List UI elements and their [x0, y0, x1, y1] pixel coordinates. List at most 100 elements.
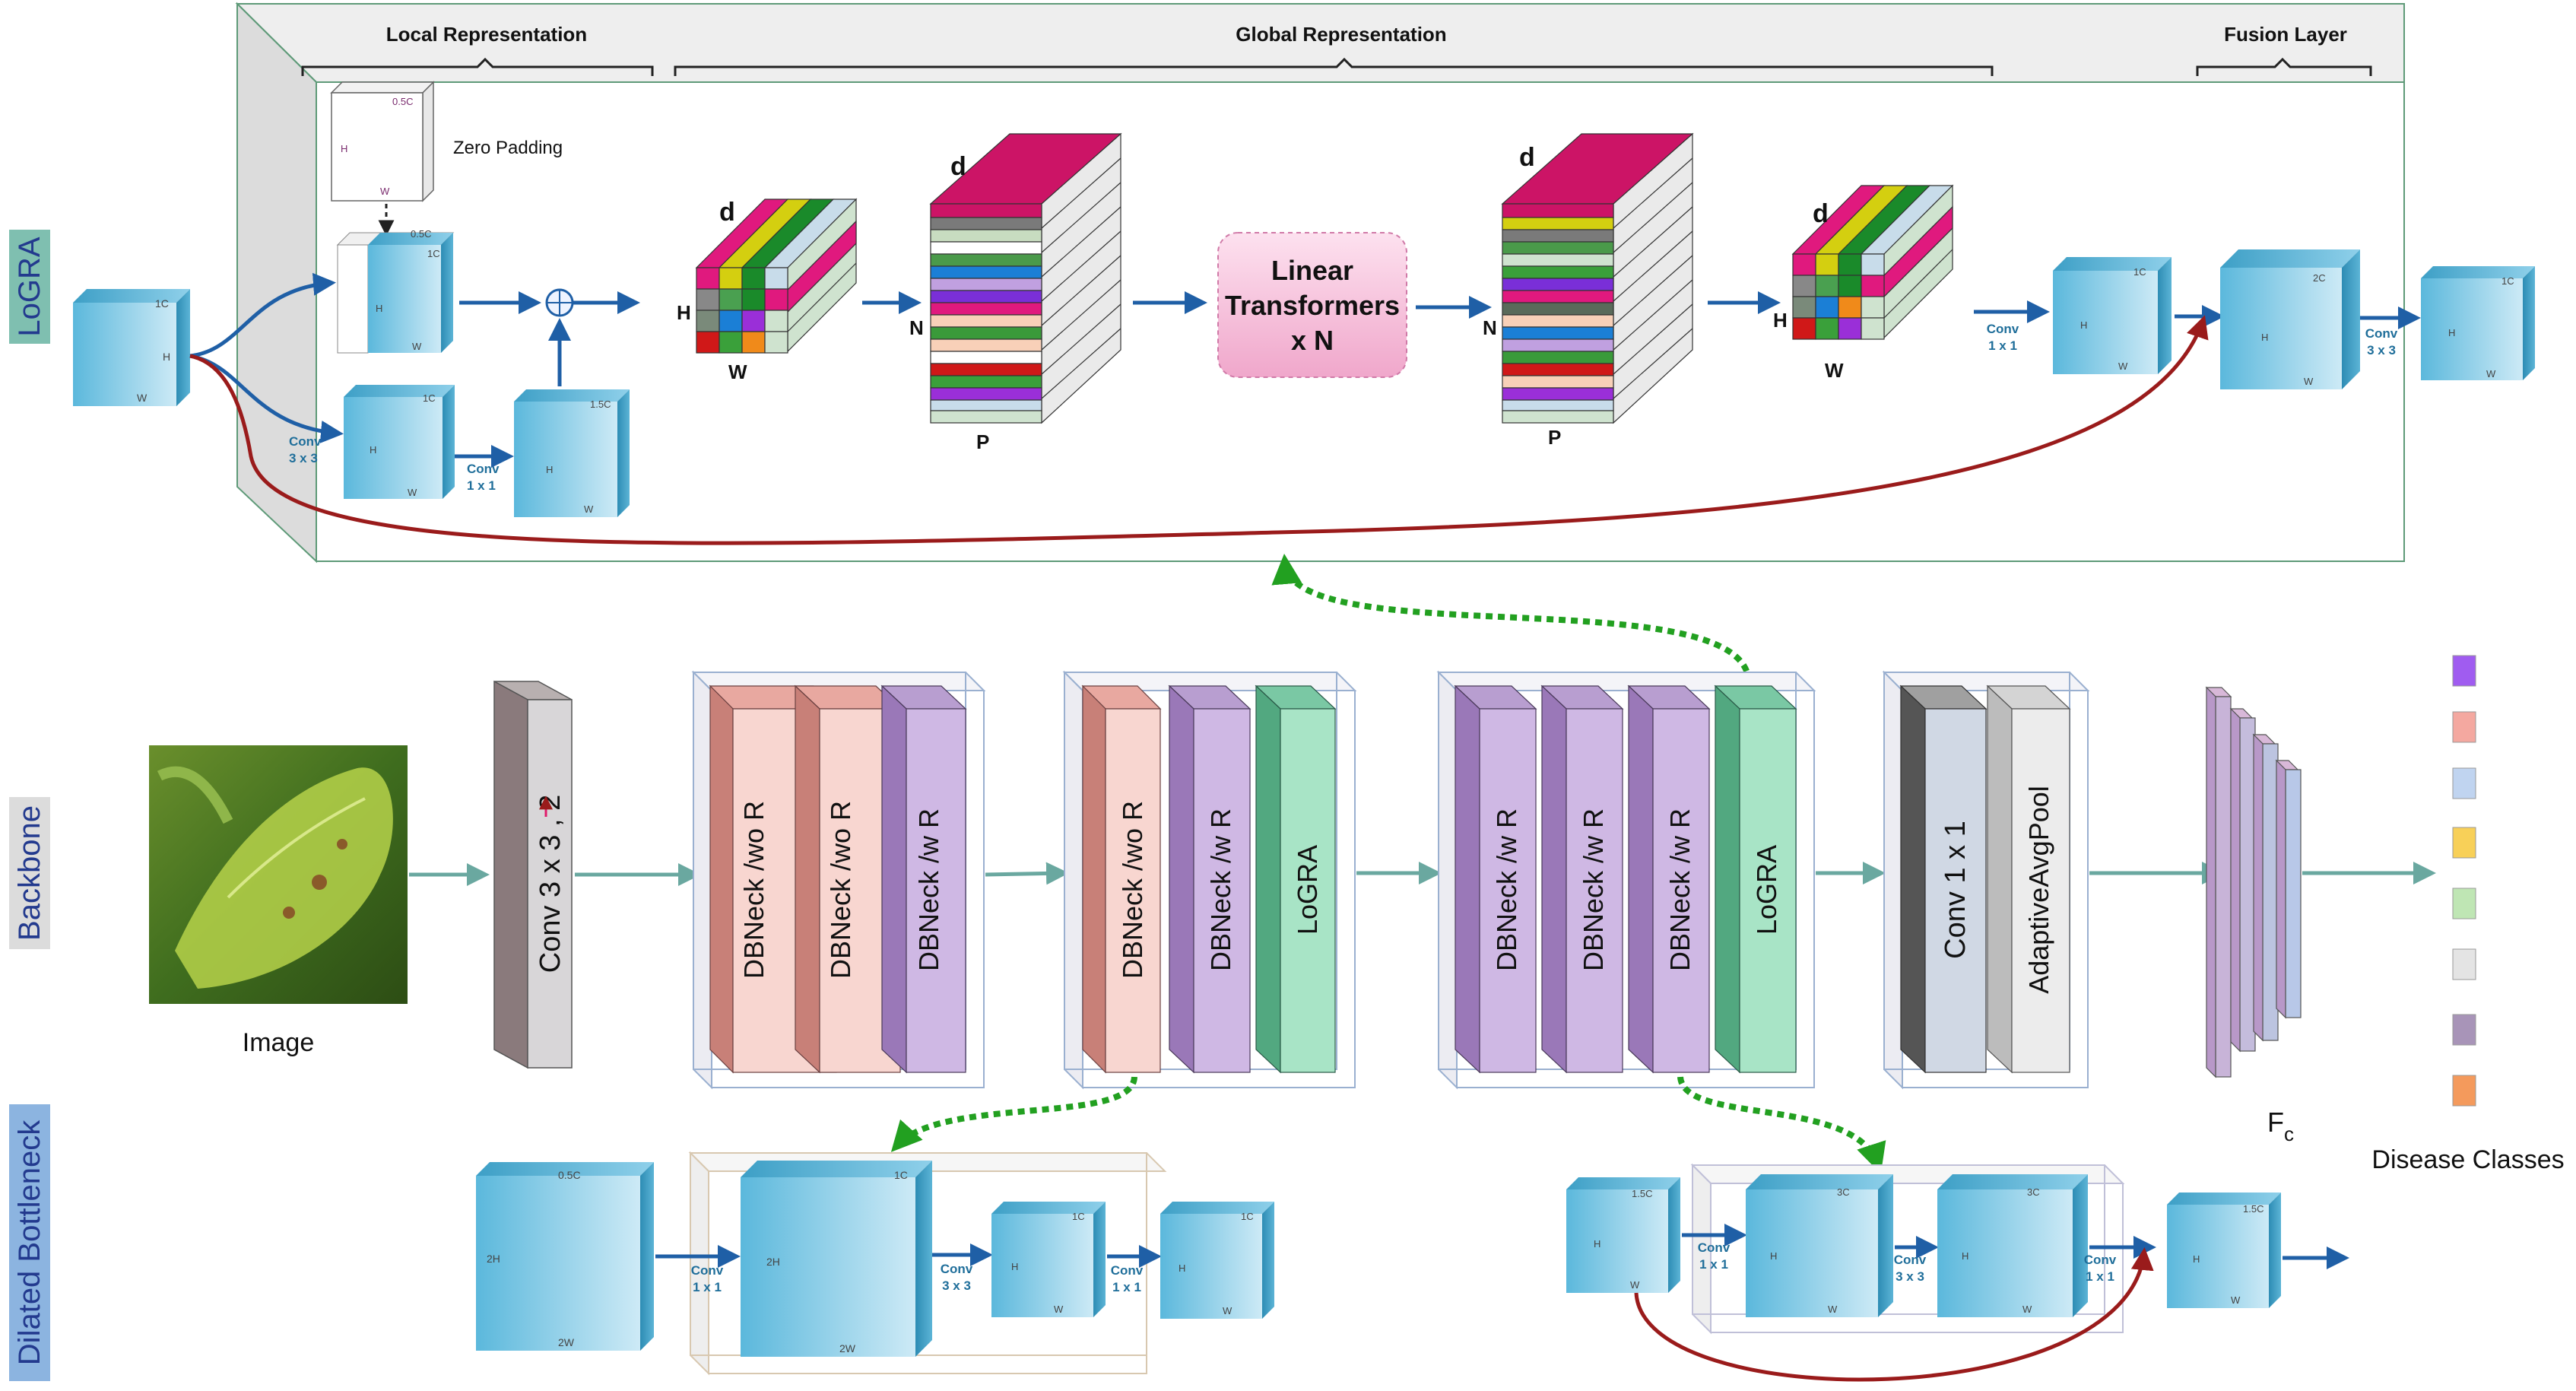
bn-right-input-cube: 1.5C H W	[1566, 1177, 1680, 1293]
grid-tensor-2	[1791, 184, 1954, 340]
class-swatch-7	[2452, 1014, 2476, 1046]
op-conv1x1-label: Conv	[467, 462, 500, 476]
logra-expansion-link	[1271, 554, 1752, 684]
svg-text:AdaptiveAvgPool: AdaptiveAvgPool	[2023, 786, 2054, 994]
svg-text:H: H	[1179, 1262, 1185, 1274]
svg-text:Backbone: Backbone	[13, 805, 46, 941]
svg-text:H: H	[1770, 1250, 1777, 1262]
svg-text:2W: 2W	[558, 1336, 575, 1348]
svg-text:Linear: Linear	[1271, 255, 1353, 286]
svg-text:H: H	[2448, 327, 2455, 338]
label-d-1: d	[719, 198, 735, 227]
svg-text:LoGRA: LoGRA	[1292, 845, 1323, 935]
svg-text:Conv: Conv	[1111, 1263, 1144, 1278]
section-headers	[301, 57, 2372, 76]
concat-cube: 0.5C 1C H W	[336, 228, 455, 354]
zero-padding-cube: 0.5C H W	[330, 81, 435, 202]
svg-text:W: W	[584, 503, 594, 515]
class-swatch-4	[2452, 827, 2476, 859]
svg-text:1.5C: 1.5C	[2243, 1203, 2264, 1215]
svg-text:W: W	[1825, 359, 1844, 382]
stage2-block-3: LoGRA	[1255, 684, 1337, 1074]
svg-text:1C: 1C	[1072, 1211, 1085, 1222]
svg-text:1 x 1: 1 x 1	[693, 1280, 722, 1294]
svg-text:W: W	[1054, 1304, 1064, 1315]
fusion-cube-2: 2C H W	[2220, 249, 2360, 389]
svg-text:Conv: Conv	[941, 1262, 973, 1276]
token-stack-2	[1501, 132, 1694, 424]
svg-text:0.5C: 0.5C	[411, 228, 431, 240]
svg-text:LoGRA: LoGRA	[1751, 845, 1782, 935]
bottleneck-link-left	[890, 1076, 1137, 1152]
class-swatch-8	[2452, 1075, 2476, 1107]
svg-text:3 x 3: 3 x 3	[2367, 343, 2396, 357]
svg-text:Dilated Bottleneck: Dilated Bottleneck	[13, 1119, 46, 1365]
svg-text:W: W	[408, 487, 417, 498]
token-stack-1	[929, 132, 1122, 424]
class-swatch-2	[2452, 711, 2476, 743]
svg-text:W: W	[1828, 1304, 1838, 1315]
bn-right-mid-cube-1: 3C H W	[1746, 1174, 1893, 1317]
svg-text:Conv: Conv	[1894, 1253, 1927, 1267]
svg-text:1C: 1C	[1241, 1211, 1254, 1222]
svg-text:Conv: Conv	[2084, 1253, 2117, 1267]
input-image	[149, 745, 408, 1004]
stage4-conv1x1: Conv 1 x 1	[1899, 684, 1988, 1074]
label-d-4: d	[1813, 199, 1829, 228]
svg-text:DBNeck /wo R: DBNeck /wo R	[825, 801, 856, 979]
logra-output-cube: 1C H W	[2421, 266, 2535, 380]
svg-text:W: W	[2118, 360, 2128, 372]
stage3-block-2: DBNeck /w R	[1540, 684, 1624, 1074]
svg-text:1C: 1C	[2501, 275, 2514, 287]
svg-text:3 x 3: 3 x 3	[289, 451, 318, 465]
svg-text:W: W	[728, 360, 747, 383]
svg-text:1C: 1C	[427, 248, 440, 259]
stage3-block-1: DBNeck /w R	[1454, 684, 1537, 1074]
svg-text:W: W	[2231, 1294, 2241, 1306]
stage3-block-4: LoGRA	[1714, 684, 1797, 1074]
svg-text:3 x 3: 3 x 3	[942, 1278, 971, 1293]
label-d-2: d	[950, 152, 966, 181]
svg-text:2W: 2W	[839, 1342, 856, 1354]
bn-left-output-cube: 1C H W	[1160, 1202, 1274, 1319]
svg-text:1C: 1C	[2133, 266, 2146, 278]
stage4-avgpool: AdaptiveAvgPool	[1986, 684, 2071, 1074]
svg-text:0.5C: 0.5C	[558, 1169, 581, 1181]
svg-text:H: H	[2080, 319, 2087, 331]
fusion-cube-1: 1C H W	[2053, 257, 2172, 374]
svg-text:W: W	[412, 341, 422, 352]
svg-text:1C: 1C	[423, 392, 436, 404]
svg-text:N: N	[909, 316, 924, 339]
side-label-logra: LoGRA	[9, 230, 50, 344]
svg-text:3 x 3: 3 x 3	[1896, 1269, 1924, 1284]
svg-text:1 x 1: 1 x 1	[1988, 338, 2017, 353]
side-label-bottleneck: Dilated Bottleneck	[9, 1104, 50, 1381]
svg-text:H: H	[341, 143, 347, 154]
op-conv3x3-label: Conv	[289, 434, 322, 449]
svg-text:1 x 1: 1 x 1	[1112, 1280, 1141, 1294]
svg-text:DBNeck /w R: DBNeck /w R	[913, 808, 944, 971]
svg-text:H: H	[1962, 1250, 1968, 1262]
svg-text:2H: 2H	[487, 1253, 500, 1265]
classes-label: Disease Classes	[2371, 1145, 2564, 1174]
class-swatch-3	[2452, 767, 2476, 799]
stage1-block-3: DBNeck /w R	[880, 684, 967, 1074]
svg-text:1 x 1: 1 x 1	[2086, 1269, 2114, 1284]
bn-right-mid-cube-2: 3C H W	[1937, 1174, 2088, 1317]
svg-text:H: H	[677, 301, 691, 324]
svg-text:P: P	[976, 430, 989, 453]
svg-text:1C: 1C	[155, 297, 169, 310]
svg-text:P: P	[1548, 426, 1561, 449]
bn-left-small-cube-1: 1C H W	[991, 1202, 1106, 1317]
svg-text:Conv 1 x 1: Conv 1 x 1	[1940, 821, 1972, 959]
conv1-branch-cube: 1.5C H W	[514, 389, 630, 517]
side-label-backbone: Backbone	[9, 797, 50, 949]
stage3-block-3: DBNeck /w R	[1627, 684, 1711, 1074]
stage2-block-2: DBNeck /w R	[1168, 684, 1252, 1074]
bn-left-mid-cube: 1C 2H 2W	[741, 1161, 932, 1357]
svg-text:3C: 3C	[1837, 1186, 1850, 1198]
bn-left-input-cube: 0.5C 2H 2W	[476, 1162, 654, 1351]
svg-text:H: H	[1594, 1238, 1600, 1250]
svg-text:DBNeck /w R: DBNeck /w R	[1664, 808, 1696, 971]
